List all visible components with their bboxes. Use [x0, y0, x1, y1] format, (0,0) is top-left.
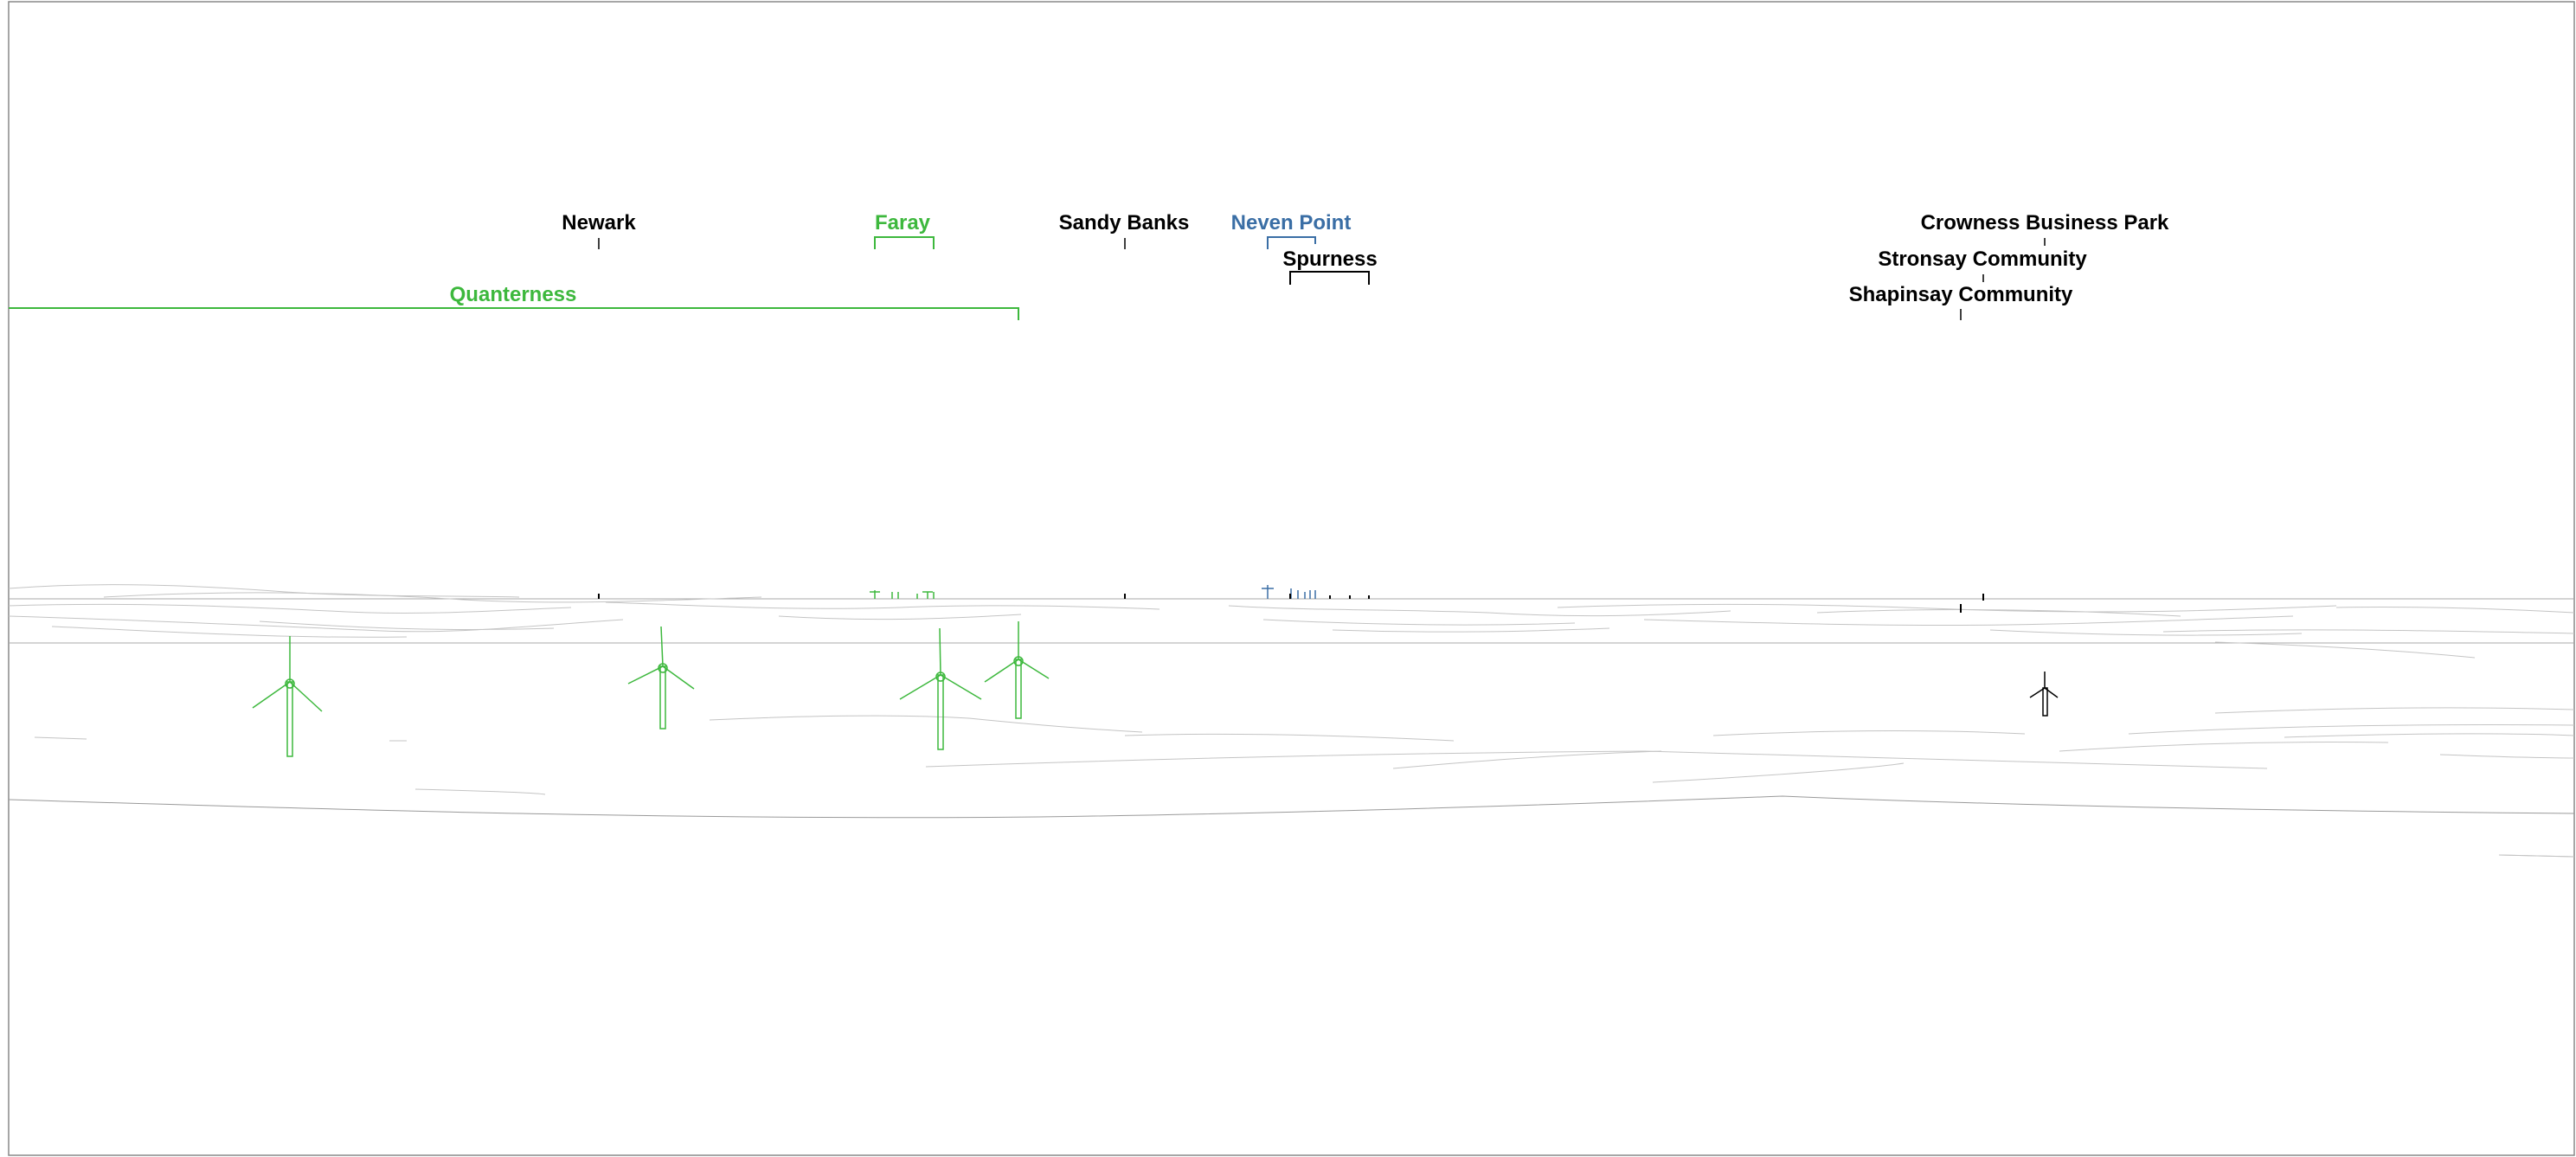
panorama-frame	[8, 1, 2575, 1156]
marker-neven-point-turbines	[1262, 585, 1316, 599]
terrain-wireline	[8, 584, 2575, 858]
label-shapinsay: Shapinsay Community	[1849, 283, 2073, 320]
marker-faray-turbines	[870, 590, 935, 599]
label-neven-point: Neven Point	[1231, 211, 1352, 249]
label-faray-text: Faray	[875, 211, 931, 235]
label-crowness: Crowness Business Park	[1921, 211, 2169, 246]
marker-spurness-turbines	[1289, 594, 1370, 599]
label-crowness-text: Crowness Business Park	[1921, 211, 2169, 235]
label-quanterness: Quanterness	[9, 283, 1019, 320]
label-newark: Newark	[562, 211, 636, 249]
turbine-crowness-foreground	[2029, 672, 2059, 717]
label-shapinsay-text: Shapinsay Community	[1849, 283, 2073, 306]
turbine-faray-foreground	[899, 627, 982, 750]
bracket-faray	[874, 236, 935, 249]
label-stronsay-text: Stronsay Community	[1878, 247, 2087, 271]
label-spurness: Spurness	[1282, 247, 1378, 285]
bracket-spurness	[1289, 271, 1370, 285]
distant-markers	[598, 585, 1984, 613]
label-neven-point-text: Neven Point	[1231, 211, 1352, 235]
turbine-quanterness-3	[984, 621, 1050, 719]
label-quanterness-text: Quanterness	[450, 283, 577, 306]
label-spurness-text: Spurness	[1282, 247, 1377, 271]
label-newark-text: Newark	[562, 211, 636, 235]
label-faray: Faray	[874, 211, 935, 249]
edge-contour	[2498, 854, 2575, 858]
label-sandy-banks: Sandy Banks	[1059, 211, 1190, 249]
turbine-quanterness-2	[627, 626, 695, 730]
bracket-quanterness	[9, 307, 1019, 320]
turbine-quanterness-1	[252, 636, 323, 757]
label-stronsay: Stronsay Community	[1878, 247, 2087, 282]
bracket-neven-point	[1267, 236, 1316, 249]
label-sandy-banks-text: Sandy Banks	[1059, 211, 1190, 235]
